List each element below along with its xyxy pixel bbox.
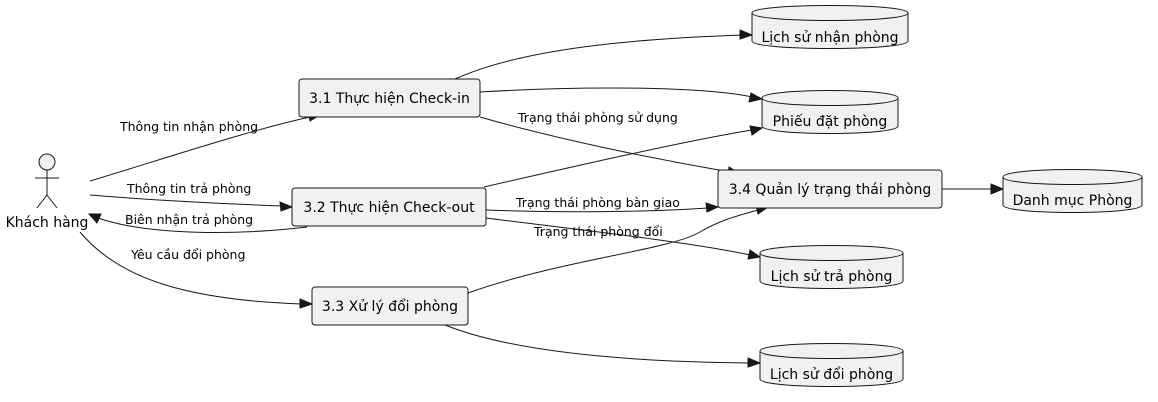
store-label: Lịch sử nhận phòng	[761, 30, 898, 46]
edge-swap-to-ls-doi	[444, 324, 751, 364]
label-trang-thai-ban-giao: Trạng thái phòng bàn giao	[515, 195, 680, 210]
actor-khach-hang: Khách hàng	[6, 153, 89, 231]
cylinder-body	[751, 5, 909, 49]
process-box	[291, 187, 487, 227]
store-label: Lịch sử đổi phòng	[770, 366, 893, 383]
process-checkin: 3.1 Thực hiện Check-in	[298, 78, 481, 118]
edge-checkout-to-ls-tra	[485, 217, 751, 256]
store-label: Lịch sử trả phòng	[771, 269, 893, 285]
actor-head	[38, 153, 56, 171]
arrowhead	[87, 213, 102, 224]
process-box	[717, 169, 943, 209]
arrowhead	[739, 29, 754, 40]
arrowhead	[747, 357, 762, 368]
process-label: 3.2 Thực hiện Check-out	[303, 200, 475, 216]
process-box	[311, 286, 469, 326]
label-trang-thai-su-dung: Trạng thái phòng sử dụng	[517, 110, 678, 125]
edge-swap-to-status	[467, 209, 759, 294]
edge-checkout-to-phieu	[483, 129, 753, 188]
store-ls-doi-phong: Lịch sử đổi phòng	[759, 343, 904, 387]
cylinder-body	[759, 245, 904, 289]
cylinder-body	[761, 90, 899, 134]
process-room-status: 3.4 Quản lý trạng thái phòng	[717, 169, 943, 209]
store-danh-muc-phong: Danh mục Phòng	[1002, 169, 1143, 213]
process-box	[298, 78, 481, 118]
edge-actor-to-checkout	[89, 194, 283, 207]
process-label: 3.1 Thực hiện Check-in	[309, 91, 470, 107]
store-label: Phiếu đặt phòng	[773, 113, 888, 130]
arrowhead	[705, 202, 720, 213]
edge-checkout-to-status	[485, 207, 709, 213]
process-swap-room: 3.3 Xử lý đổi phòng	[311, 286, 469, 326]
edge-actor-to-swap	[79, 231, 303, 305]
label-yeu-cau-doi-phong: Yêu cầu đổi phòng	[130, 247, 245, 262]
edge-checkout-to-actor	[97, 217, 308, 233]
process-checkout: 3.2 Thực hiện Check-out	[291, 187, 487, 227]
process-label: 3.3 Xử lý đổi phòng	[322, 298, 458, 315]
label-thong-tin-tra-phong: Thông tin trả phòng	[126, 181, 251, 196]
arrowhead	[279, 201, 294, 212]
arrowhead	[748, 92, 764, 103]
label-trang-thai-doi: Trạng thái phòng đổi	[533, 224, 663, 239]
store-ls-tra-phong: Lịch sử trả phòng	[759, 245, 904, 289]
edge-checkin-to-phieu	[479, 87, 753, 98]
edge-checkin-to-status	[479, 116, 731, 173]
cylinder-top	[761, 97, 899, 106]
store-phieu-dat-phong: Phiếu đặt phòng	[761, 90, 899, 134]
arrowhead	[747, 249, 762, 260]
cylinder-top	[759, 252, 904, 261]
label-thong-tin-nhan-phong: Thông tin nhận phòng	[119, 119, 258, 134]
actor-leg-left	[36, 194, 48, 209]
edges	[79, 29, 1005, 368]
arrowhead	[749, 125, 764, 136]
actor-label: Khách hàng	[6, 215, 89, 231]
cylinder-top	[1002, 176, 1143, 185]
cylinder-body	[1002, 169, 1143, 213]
store-label: Danh mục Phòng	[1013, 193, 1133, 209]
edge-labels: Thông tin nhận phòng Thông tin trả phòng…	[119, 110, 680, 262]
arrowhead	[299, 298, 314, 309]
cylinder-top	[759, 350, 904, 359]
cylinder-top	[751, 12, 909, 21]
arrowhead	[990, 183, 1005, 195]
process-label: 3.4 Quản lý trạng thái phòng	[729, 182, 932, 198]
edge-checkin-to-ls-nhan	[454, 34, 743, 80]
edge-actor-to-checkin	[89, 116, 311, 182]
label-bien-nhan-tra-phong: Biên nhận trả phòng	[125, 212, 253, 227]
cylinder-body	[759, 343, 904, 387]
actor-leg-right	[46, 194, 58, 209]
store-ls-nhan-phong: Lịch sử nhận phòng	[751, 5, 909, 49]
